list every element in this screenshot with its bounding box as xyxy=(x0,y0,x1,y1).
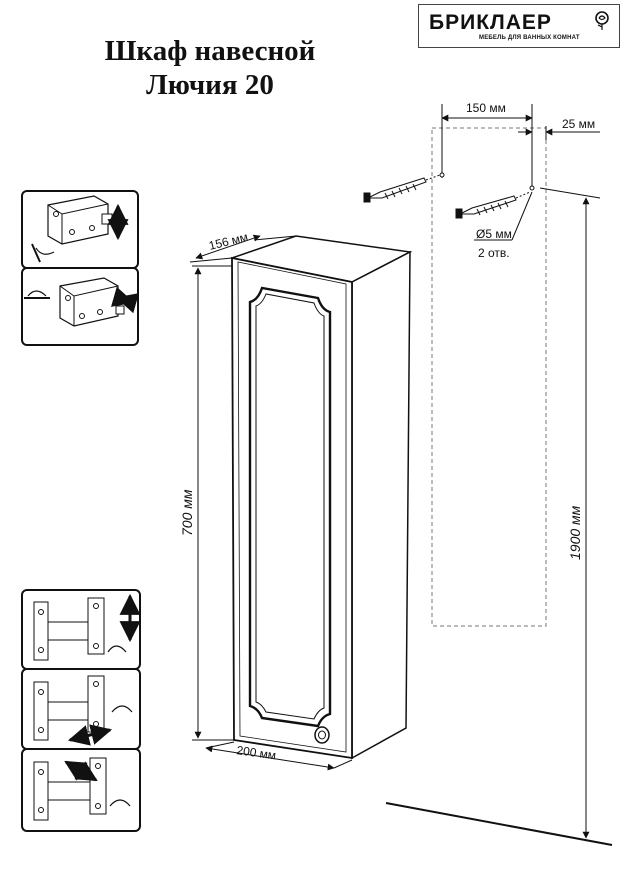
rose-icon xyxy=(595,11,609,30)
hole-count-label: 2 отв. xyxy=(478,246,510,260)
screw-left xyxy=(363,174,441,203)
mounting-bracket-instructions xyxy=(21,190,140,346)
depth-line xyxy=(195,234,261,260)
hinge-side-adjust-figure xyxy=(33,675,133,746)
width-label: 200 мм xyxy=(236,743,277,762)
width-line xyxy=(205,745,335,771)
hole-right xyxy=(529,185,535,191)
brand-logo: БРИКЛАЕР МЕБЕЛЬ ДЛЯ ВАННЫХ КОМНАТ xyxy=(418,4,620,48)
hole-diameter-label: Ø5 мм xyxy=(476,227,512,241)
floor-line xyxy=(385,802,613,846)
title-line-2: Лючия 20 xyxy=(146,69,274,101)
depth-label: 156 мм xyxy=(207,230,249,253)
screw-right xyxy=(455,191,531,219)
cabinet-top xyxy=(229,235,413,283)
hinge-height-adjust-figure xyxy=(33,593,141,661)
door-knob xyxy=(314,726,330,744)
cabinet-side xyxy=(351,250,411,760)
cabinet-door xyxy=(231,256,353,760)
wall-template xyxy=(431,127,547,627)
bracket-depth-adjust-figure xyxy=(24,277,140,327)
door-panel-molding xyxy=(248,286,332,728)
title-line-1: Шкаф навесной xyxy=(104,35,316,67)
wall-cabinet xyxy=(229,235,413,760)
edge-offset-label: 25 мм xyxy=(562,117,595,131)
hole-spacing-label: 150 мм xyxy=(466,101,506,115)
height-label: 700 мм xyxy=(179,489,195,536)
logo-name: БРИКЛАЕР xyxy=(429,11,552,34)
hinge-adjustment-instructions xyxy=(21,589,141,832)
bracket-vertical-adjust-figure xyxy=(31,195,129,263)
mount-height-label: 1900 мм xyxy=(567,505,583,560)
logo-tagline: МЕБЕЛЬ ДЛЯ ВАННЫХ КОМНАТ xyxy=(479,35,580,41)
hinge-depth-adjust-figure xyxy=(33,757,131,821)
hole-left xyxy=(439,172,445,178)
